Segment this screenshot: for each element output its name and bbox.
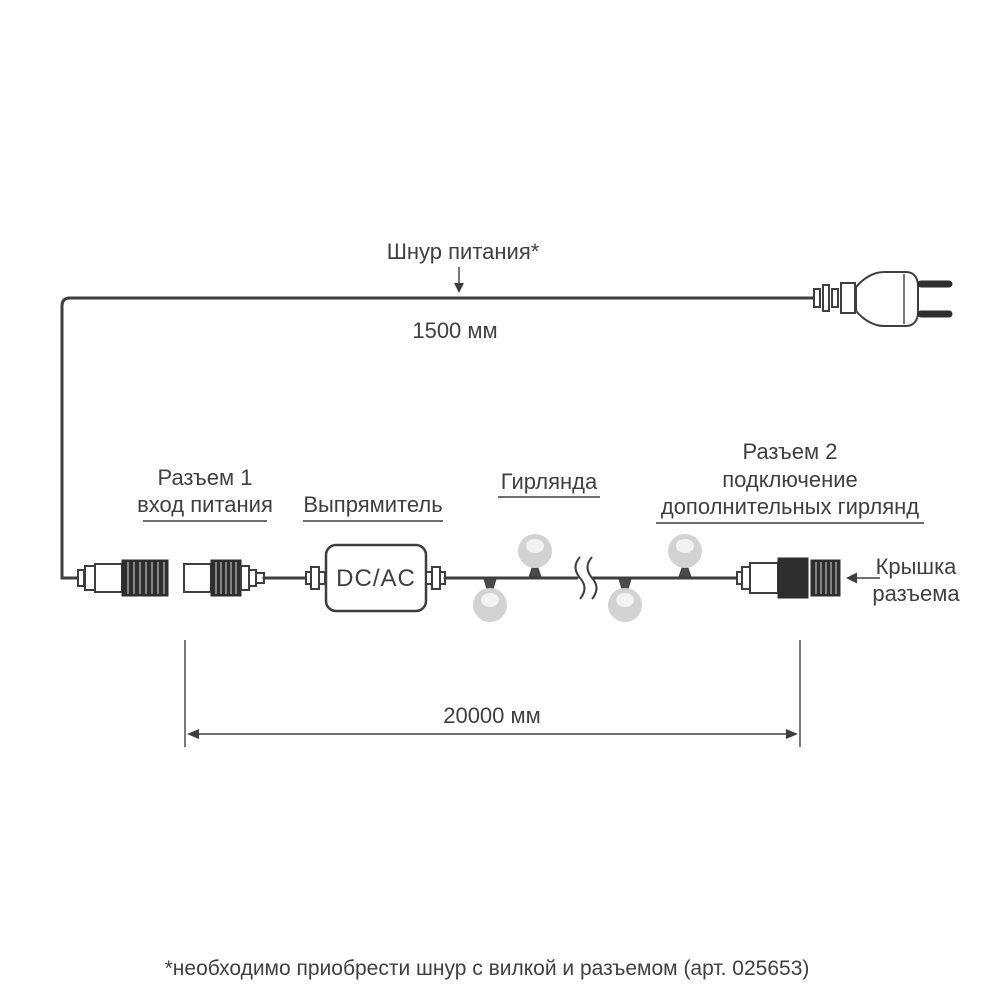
grommet bbox=[310, 566, 320, 590]
break-symbol bbox=[574, 556, 598, 600]
power-cord-label: Шнур питания* bbox=[387, 239, 540, 264]
connector2-label-line1: Разъем 2 bbox=[743, 439, 838, 464]
plug-prong bbox=[917, 310, 953, 318]
garland-dimension: 20000 мм bbox=[184, 640, 801, 747]
bulb-up-1 bbox=[518, 534, 552, 578]
connector1-label-line1: Разъем 1 bbox=[158, 465, 253, 490]
connector1-coupler bbox=[183, 559, 265, 597]
power-cord-length-label: 1500 мм bbox=[412, 318, 497, 343]
power-cord-line bbox=[60, 296, 816, 580]
cap-ridges bbox=[815, 562, 837, 594]
strain-relief-segment bbox=[831, 288, 839, 308]
connector1 bbox=[77, 559, 169, 597]
connector2-label-line3: дополнительных гирлянд bbox=[661, 494, 919, 519]
cap-label-line1: Крышка bbox=[876, 554, 958, 579]
rectifier: DC/AC bbox=[305, 543, 446, 613]
plug-body bbox=[855, 271, 919, 327]
connector1-nut-ridges bbox=[127, 562, 165, 594]
dimension-arrowhead-left bbox=[187, 729, 199, 739]
connector2-body bbox=[749, 562, 779, 594]
connector1-callout: Разъем 1 вход питания bbox=[137, 465, 273, 522]
power-cord-arrowhead bbox=[454, 283, 464, 293]
connector1-tip bbox=[77, 569, 85, 587]
connector1-label-line2: вход питания bbox=[137, 492, 273, 517]
coupler-body bbox=[183, 563, 212, 593]
power-cord bbox=[60, 296, 816, 580]
garland-callout: Гирлянда bbox=[498, 469, 600, 498]
grommet bbox=[431, 566, 441, 590]
connector2 bbox=[736, 557, 841, 599]
strain-relief-segment bbox=[822, 284, 830, 312]
cap-arrowhead bbox=[846, 572, 857, 584]
connector1-body bbox=[94, 563, 123, 593]
power-plug-icon bbox=[855, 271, 953, 327]
coupler-step bbox=[240, 565, 250, 591]
bulb-up-2 bbox=[668, 534, 702, 578]
connector1-collar bbox=[84, 565, 96, 591]
garland-length-label: 20000 мм bbox=[443, 703, 541, 728]
rectifier-label: Выпрямитель bbox=[303, 492, 442, 517]
dimension-arrowhead-right bbox=[786, 729, 798, 739]
connector2-callout: Разъем 2 подключение дополнительных гирл… bbox=[656, 439, 924, 524]
connector2-black-section bbox=[777, 557, 809, 599]
grommet bbox=[318, 571, 326, 585]
connector1-nut bbox=[121, 559, 169, 597]
connector2-label-line2: подключение bbox=[722, 467, 858, 492]
coupler-step bbox=[248, 569, 257, 587]
footnote: *необходимо приобрести шнур с вилкой и р… bbox=[165, 957, 810, 980]
plug-prong bbox=[917, 280, 953, 288]
cap-label-line2: разъема bbox=[872, 581, 960, 606]
bulb-down-2 bbox=[608, 578, 642, 622]
garland-label: Гирлянда bbox=[501, 469, 598, 494]
rectifier-callout: Выпрямитель bbox=[303, 492, 443, 522]
plug-strain-relief bbox=[813, 282, 856, 314]
rectifier-box-label: DC/AC bbox=[336, 565, 416, 592]
bulb-down-1 bbox=[473, 578, 507, 622]
coupler-nut-ridges bbox=[215, 562, 237, 594]
strain-relief-segment bbox=[813, 288, 821, 308]
strain-relief-segment bbox=[840, 282, 856, 314]
connector2-step bbox=[741, 566, 751, 590]
